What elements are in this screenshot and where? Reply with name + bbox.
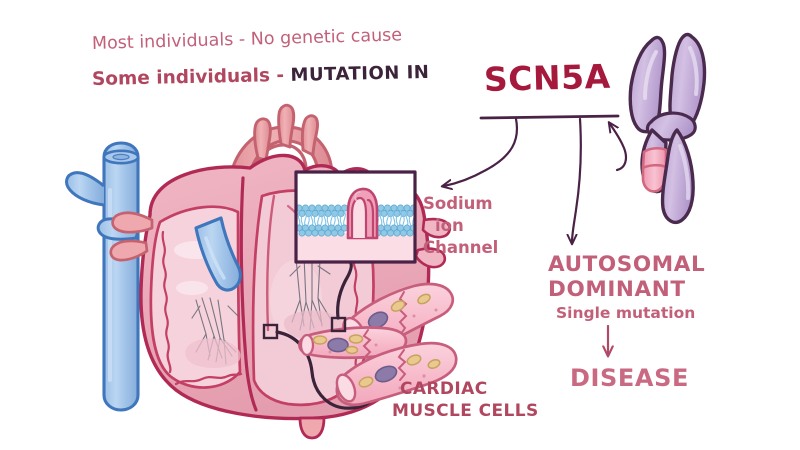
label-sodium-line3: Channel [423,237,499,257]
label-sodium-line1: Sodium [423,194,493,213]
label-cardiac-line1: CARDIAC [400,379,488,399]
gene-underline-and-arrows [444,114,628,242]
sodium-ion-channel-protein [346,187,379,240]
vena-cava-vessel [65,141,140,412]
headline-some-individuals: Some individuals - [91,64,291,90]
label-sodium-ion-channel: Sodium ion Channel [423,193,498,258]
cardiac-muscle-cells [298,282,458,407]
inset-box-border [294,170,417,264]
label-sodium-line2: ion [435,215,464,235]
label-single-mutation: Single mutation [556,304,696,322]
left-arteries [109,211,154,262]
gene-name-scn5a: SCN5A [483,56,612,99]
label-inheritance-pattern: AUTOSOMAL DOMINANT [548,252,705,303]
label-autosomal: AUTOSOMAL [548,252,706,277]
label-cardiac-line2: MUSCLE CELLS [392,401,539,422]
superior-vena-cava-front [194,216,242,292]
label-disease: DISEASE [570,364,689,392]
headline-mutation-in: MUTATION IN [290,61,430,86]
chromosome [628,32,707,225]
cardiac-cell-lower [335,341,458,407]
sodium-channel-inset [294,170,417,264]
phospholipid-heads-lower [296,224,415,237]
cardiac-cell-left [298,326,408,360]
label-cardiac-muscle-cells: CARDIAC MUSCLE CELLS [392,378,539,422]
callout-wire-cell-to-membrane [330,260,353,333]
arrow-gene-to-inheritance [572,117,582,242]
heart-vessel-stubs [298,217,452,440]
label-dominant: DOMINANT [548,277,686,303]
arrow-to-chromosome [610,124,628,172]
arrow-gene-to-channel [444,117,518,186]
